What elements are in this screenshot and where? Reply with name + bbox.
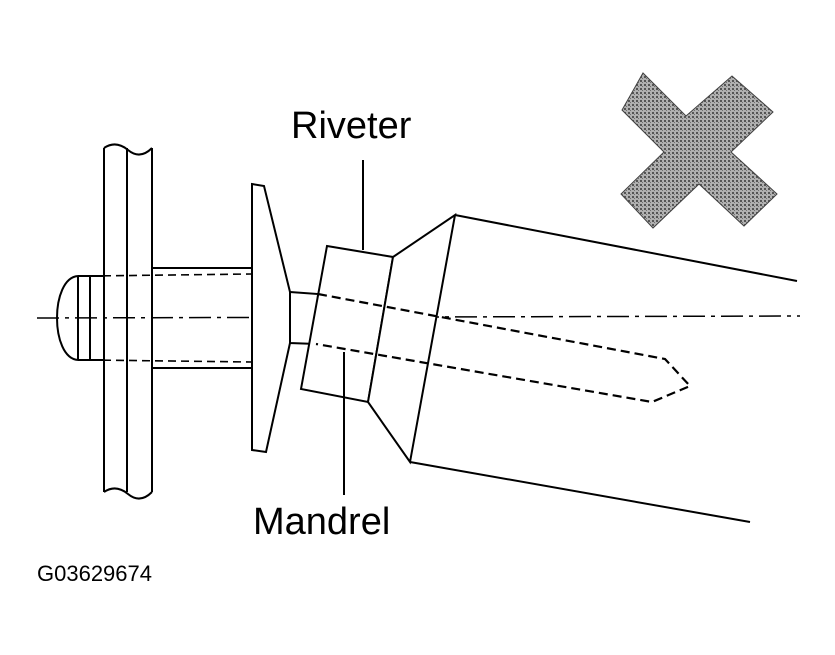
leader-lines bbox=[343, 160, 364, 495]
mandrel-label: Mandrel bbox=[253, 501, 391, 543]
rivet-body bbox=[152, 267, 252, 369]
riveter-body bbox=[409, 214, 798, 523]
figure-code: G03629674 bbox=[37, 561, 152, 586]
panel-sheets bbox=[103, 143, 153, 500]
riveter-label: Riveter bbox=[291, 105, 412, 147]
x-mark-icon bbox=[620, 72, 778, 229]
rivet-hidden-line bbox=[89, 273, 253, 363]
tool-flange bbox=[251, 182, 291, 454]
riveter-taper bbox=[366, 212, 457, 465]
